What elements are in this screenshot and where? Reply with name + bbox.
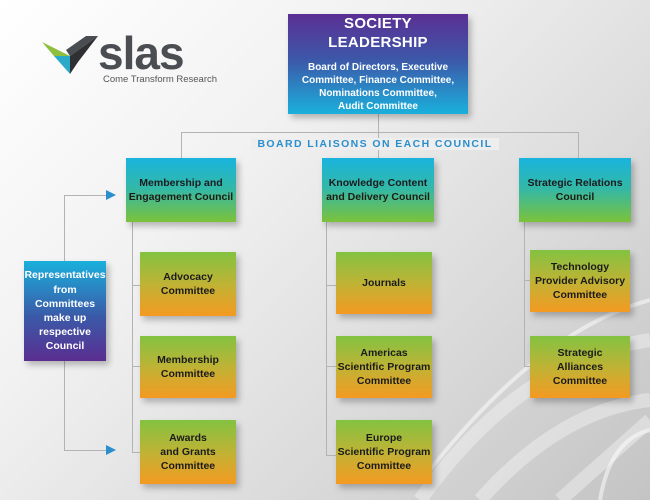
committee-advocacy: Advocacy Committee xyxy=(140,252,236,316)
connector-line xyxy=(326,366,336,367)
committee-technology-provider-advisory: Technology Provider Advisory Committee xyxy=(530,250,630,312)
connector-line xyxy=(64,195,65,261)
council-membership-engagement: Membership and Engagement Council xyxy=(126,158,236,222)
leadership-members: Board of Directors, Executive Committee,… xyxy=(301,61,455,112)
connector-line xyxy=(64,450,106,451)
connector-line xyxy=(181,132,182,158)
council-strategic-relations: Strategic Relations Council xyxy=(519,158,631,222)
connector-line xyxy=(524,222,525,366)
connector-line xyxy=(132,285,140,286)
leadership-title: SOCIETY LEADERSHIP xyxy=(328,15,428,51)
committee-awards-grants: Awards and Grants Committee xyxy=(140,420,236,484)
connector-line xyxy=(524,366,530,367)
committee-membership: Membership Committee xyxy=(140,336,236,398)
connector-line xyxy=(132,222,133,452)
representatives-box: Representatives from Committees make up … xyxy=(24,261,106,361)
committee-americas-scientific-program: Americas Scientific Program Committee xyxy=(336,336,432,398)
committee-journals: Journals xyxy=(336,252,432,314)
slas-logo: slas Come Transform Research xyxy=(40,27,217,92)
connector-line xyxy=(181,132,579,133)
board-liaisons-text: BOARD LIAISONS ON EACH COUNCIL xyxy=(251,138,499,150)
slas-chevron-icon xyxy=(42,36,98,74)
arrow-right-icon xyxy=(106,445,116,455)
society-leadership-box: SOCIETY LEADERSHIP Board of Directors, E… xyxy=(288,14,468,114)
connector-line xyxy=(132,452,140,453)
committee-europe-scientific-program: Europe Scientific Program Committee xyxy=(336,420,432,484)
connector-line xyxy=(378,114,379,133)
connector-line xyxy=(132,366,140,367)
board-liaisons-label: BOARD LIAISONS ON EACH COUNCIL xyxy=(200,138,550,150)
council-knowledge-content-delivery: Knowledge Content and Delivery Council xyxy=(322,158,434,222)
connector-line xyxy=(524,280,530,281)
logo-wordmark: slas xyxy=(98,27,185,79)
connector-line xyxy=(326,455,336,456)
connector-line xyxy=(64,195,106,196)
arrow-right-icon xyxy=(106,190,116,200)
committee-strategic-alliances: Strategic Alliances Committee xyxy=(530,336,630,398)
connector-line xyxy=(64,361,65,450)
connector-line xyxy=(326,222,327,455)
logo-tagline: Come Transform Research xyxy=(103,74,218,85)
connector-line xyxy=(326,285,336,286)
connector-line xyxy=(578,132,579,158)
